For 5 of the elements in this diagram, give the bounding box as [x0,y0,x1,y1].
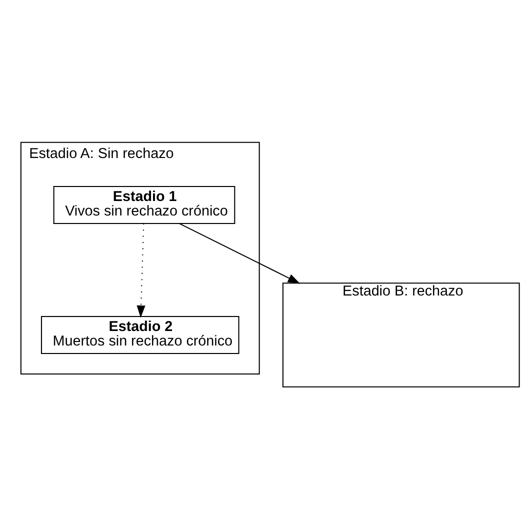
arrow [136,224,146,318]
node-box: Estadio B: rechazo [282,282,520,388]
arrow [179,223,300,284]
node-box: Estadio 1 Vivos sin rechazo crónico [53,186,236,224]
node-box: Estadio 2 Muertos sin rechazo crónico [40,316,240,354]
